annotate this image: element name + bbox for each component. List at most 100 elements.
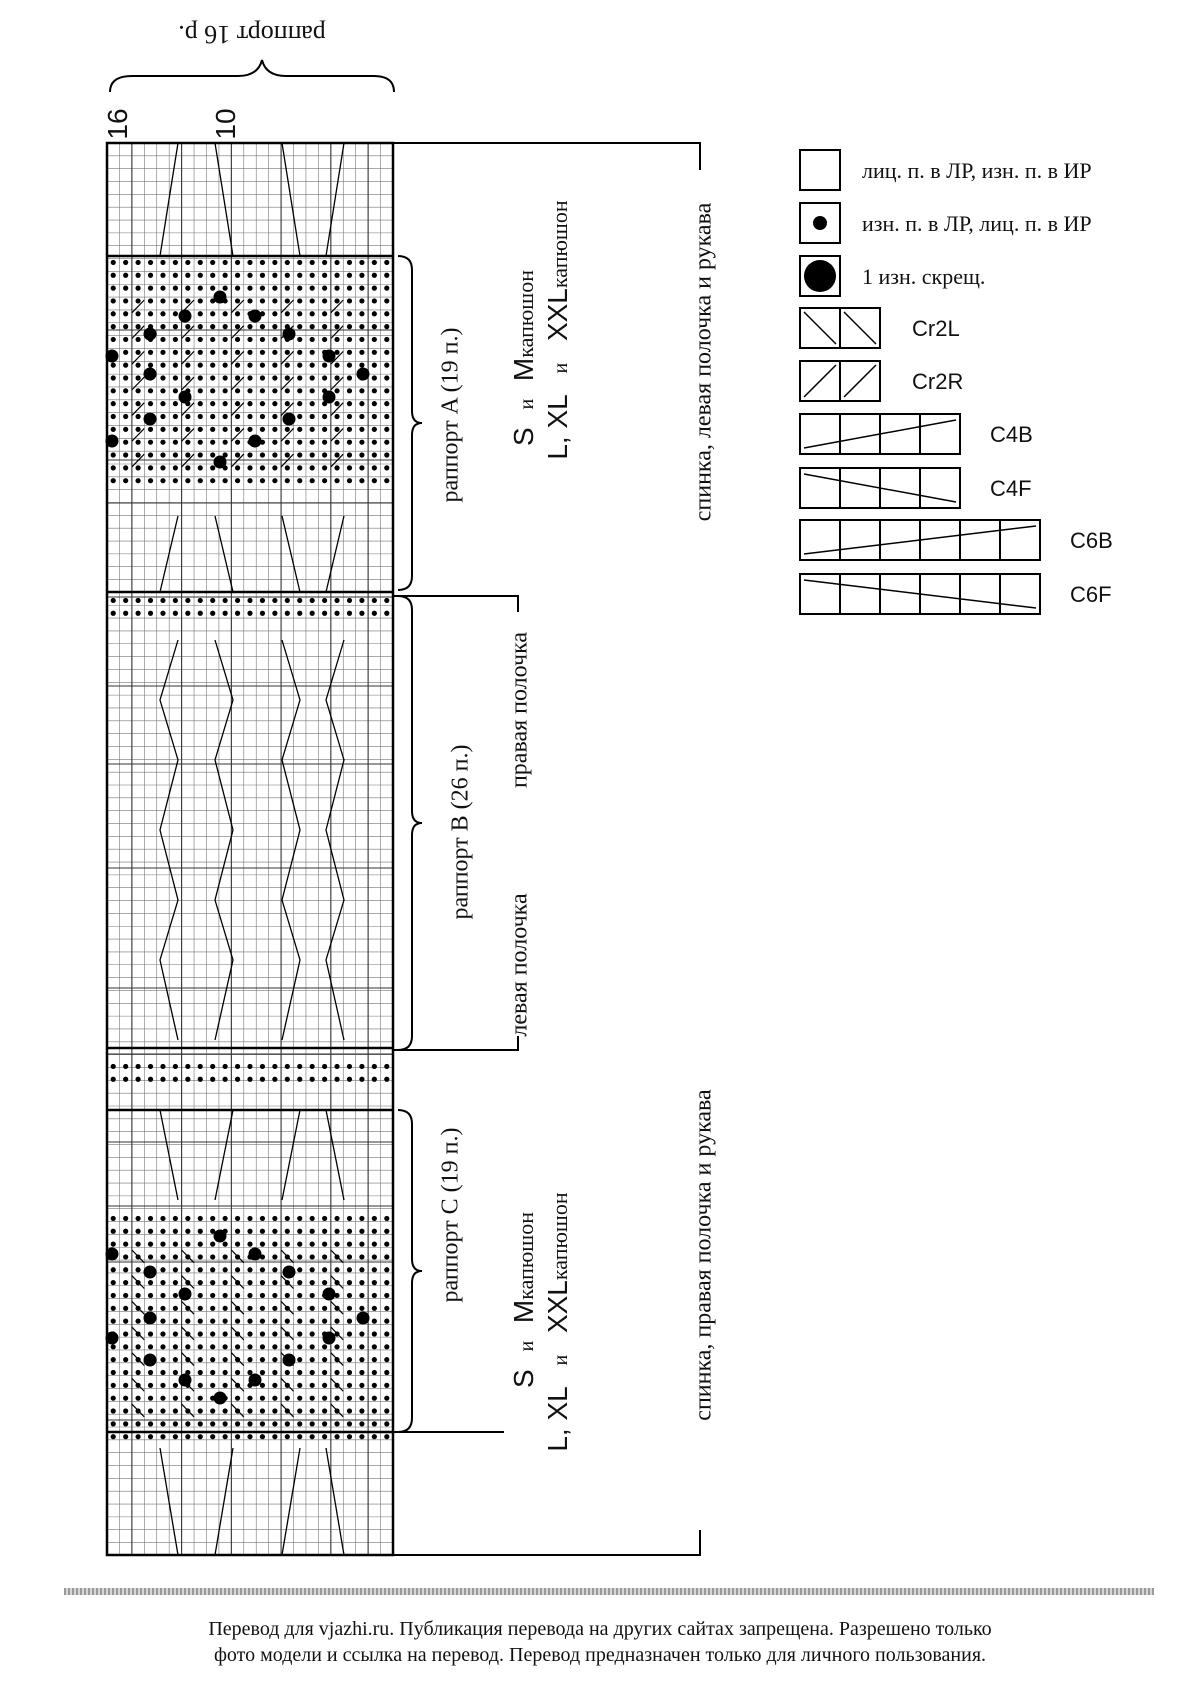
purl-dot (147, 1063, 154, 1070)
purl-dot (384, 1331, 390, 1337)
purl-dot (334, 597, 340, 604)
purl-dot (147, 1369, 154, 1376)
purl-dot (197, 413, 203, 420)
piece-bottom-label: спинка, правая полочка и рукава (690, 1089, 717, 1421)
purl-dot (247, 1267, 253, 1273)
purl-dot (272, 465, 278, 471)
purl-dot (123, 401, 129, 407)
purl-dot (297, 597, 303, 604)
purl-dot (123, 439, 129, 445)
purl-dot (197, 1421, 203, 1427)
purl-dot (371, 1305, 377, 1311)
purl-dot (172, 1369, 178, 1376)
purl-dot (172, 1215, 178, 1222)
purl-dot (359, 259, 365, 266)
purl-dot (297, 375, 303, 381)
c6b-symbol (879, 519, 921, 561)
cr2r-symbol-line (843, 364, 877, 398)
purl-dot (247, 1331, 253, 1337)
purl-dot (309, 610, 315, 616)
purl-dot (346, 311, 353, 317)
purl-dot (309, 1331, 315, 1337)
purl-dot (234, 1076, 241, 1082)
cross-stitch-mark (131, 325, 145, 339)
purl-dot (384, 1076, 390, 1082)
purl-dot (234, 1344, 241, 1350)
purl-dot (160, 1267, 166, 1273)
purl-dot (210, 610, 216, 616)
purl-dot (222, 401, 228, 407)
purl-dot (123, 1241, 129, 1247)
purl-dot (309, 465, 315, 471)
size-m: M (508, 1299, 539, 1324)
purl-dot (210, 597, 216, 604)
cross-stitch-mark (181, 1249, 195, 1264)
purl-dot (259, 1305, 266, 1311)
purl-dot (384, 349, 390, 355)
purl-dot (297, 1408, 303, 1414)
row-number-16: 16 (102, 108, 133, 140)
purl-dot (272, 1421, 278, 1427)
purl-dot (234, 272, 241, 278)
purl-dot (259, 401, 266, 407)
sizes-top-line1: S и Mкапюшон (508, 270, 540, 446)
purl-dot (371, 439, 377, 445)
purl-dot (160, 1421, 166, 1427)
purl-dot (110, 597, 116, 604)
purl-dot (172, 1357, 178, 1363)
c4b-symbol (839, 413, 881, 455)
purl-dot (147, 388, 154, 394)
purl-dot (210, 336, 216, 343)
purl-dot (147, 1382, 154, 1388)
purl-dot (123, 597, 129, 604)
purl-dot (272, 1382, 278, 1388)
legend-label-cr2l: Cr2L (912, 316, 960, 341)
twisted-purl-dot (282, 412, 296, 426)
purl-dot (222, 478, 228, 484)
purl-dot (272, 311, 278, 317)
purl-dot (123, 465, 129, 471)
purl-dot (222, 285, 228, 291)
cross-stitch-mark (280, 299, 294, 314)
size-xxl: XXL (542, 1280, 573, 1334)
purl-dot (234, 336, 241, 343)
purl-dot (371, 1228, 377, 1234)
purl-dot (359, 597, 365, 604)
purl-dot (346, 272, 353, 278)
purl-dot (384, 362, 390, 368)
purl-dot (110, 452, 116, 458)
purl-dot (160, 452, 166, 458)
purl-dot (197, 610, 203, 616)
purl-dot (222, 1357, 228, 1363)
purl-dot (123, 285, 129, 291)
purl-dot (384, 1254, 390, 1260)
purl-dot (110, 375, 116, 381)
purl-dot (259, 285, 266, 291)
purl-dot (135, 388, 141, 394)
purl-dot (334, 610, 340, 616)
purl-dot (322, 1369, 328, 1376)
c6f-symbol-line (803, 579, 1037, 609)
purl-dot (197, 1434, 203, 1440)
purl-dot (172, 311, 178, 317)
purl-dot (234, 1063, 241, 1070)
cross-stitch-mark (330, 1249, 344, 1264)
purl-dot (123, 1076, 129, 1082)
purl-dot (135, 1241, 141, 1247)
purl-dot (259, 1395, 266, 1401)
purl-dot (147, 426, 154, 432)
purl-dot (123, 1280, 129, 1286)
cable-line (214, 1447, 234, 1556)
purl-dot (297, 324, 303, 330)
purl-dot (135, 413, 141, 420)
purl-dot (371, 336, 377, 343)
purl-dot (197, 1305, 203, 1311)
purl-dot (284, 1215, 290, 1222)
purl-dot (123, 610, 129, 616)
purl-dot (222, 452, 228, 458)
purl-dot (172, 375, 178, 381)
twisted-purl-dot (178, 1373, 192, 1387)
purl-dot (297, 478, 303, 484)
purl-dot (284, 478, 290, 484)
purl-dot (147, 298, 154, 304)
